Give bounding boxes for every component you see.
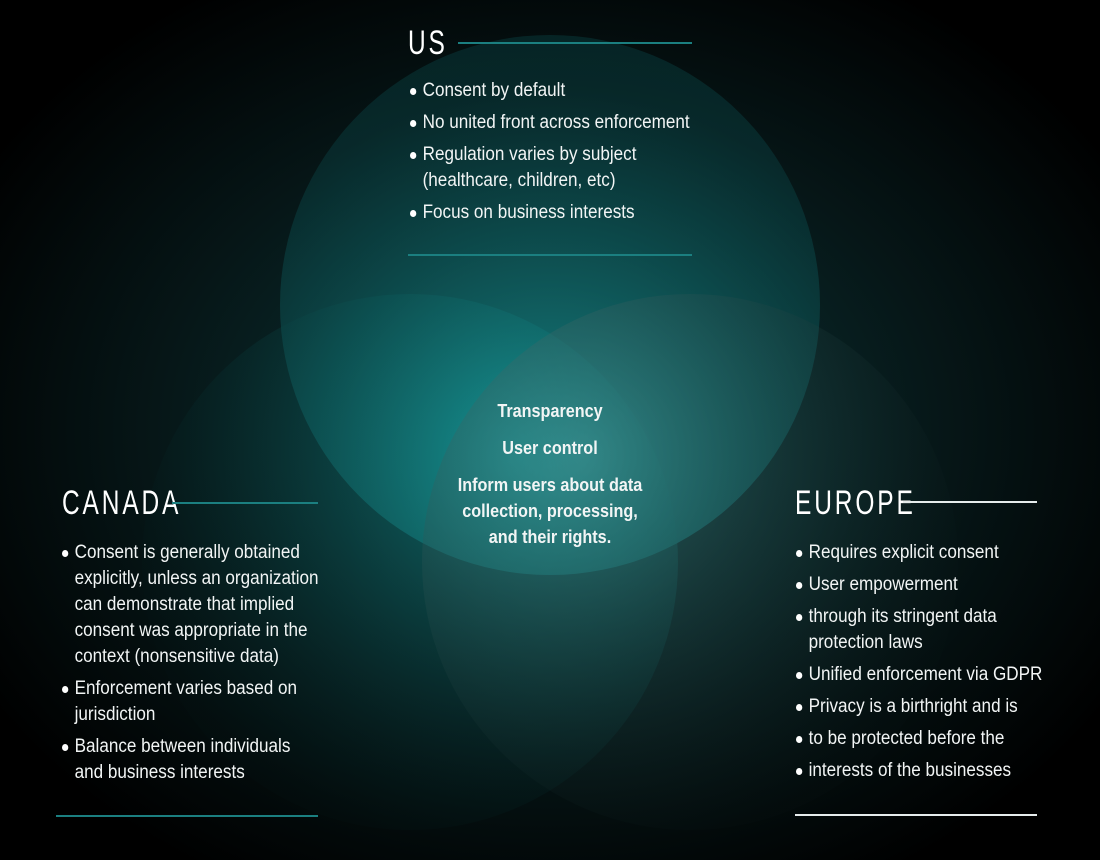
list-item: Unified enforcement via GDPR xyxy=(796,662,1042,688)
us-heading: US xyxy=(408,24,448,62)
list-item: interests of the businesses xyxy=(796,758,1042,784)
canada-bottom-rule xyxy=(56,815,318,817)
canada-top-rule xyxy=(172,502,318,504)
list-item: No united front across enforcement xyxy=(410,110,690,136)
list-item: Focus on business interests xyxy=(410,200,690,226)
list-item: Regulation varies by subject (healthcare… xyxy=(410,142,690,194)
list-item: User empowerment xyxy=(796,572,1042,598)
list-item: Enforcement varies based on jurisdiction xyxy=(62,676,319,728)
europe-top-rule xyxy=(903,501,1037,503)
europe-list: Requires explicit consent User empowerme… xyxy=(796,540,1070,790)
list-item: Consent by default xyxy=(410,78,690,104)
europe-heading: EUROPE xyxy=(795,484,916,522)
europe-circle xyxy=(422,294,958,830)
us-list: Consent by default No united front acros… xyxy=(410,78,721,232)
list-item: through its stringent data protection la… xyxy=(796,604,1042,656)
list-item: Balance between individuals and business… xyxy=(62,734,319,786)
list-item: Requires explicit consent xyxy=(796,540,1042,566)
list-item: to be protected before the xyxy=(796,726,1042,752)
shared-principles: Transparency User control Inform users a… xyxy=(430,398,670,561)
canada-list: Consent is generally obtained explicitly… xyxy=(62,540,347,792)
us-top-rule xyxy=(458,42,692,44)
list-item: Privacy is a birthright and is xyxy=(796,694,1042,720)
canada-heading: CANADA xyxy=(62,484,182,522)
shared-item-inform-users: Inform users about data collection, proc… xyxy=(457,475,643,547)
europe-bottom-rule xyxy=(795,814,1037,816)
shared-item-transparency: Transparency xyxy=(497,401,603,421)
shared-item-user-control: User control xyxy=(502,438,598,458)
us-bottom-rule xyxy=(408,254,692,256)
list-item: Consent is generally obtained explicitly… xyxy=(62,540,319,670)
